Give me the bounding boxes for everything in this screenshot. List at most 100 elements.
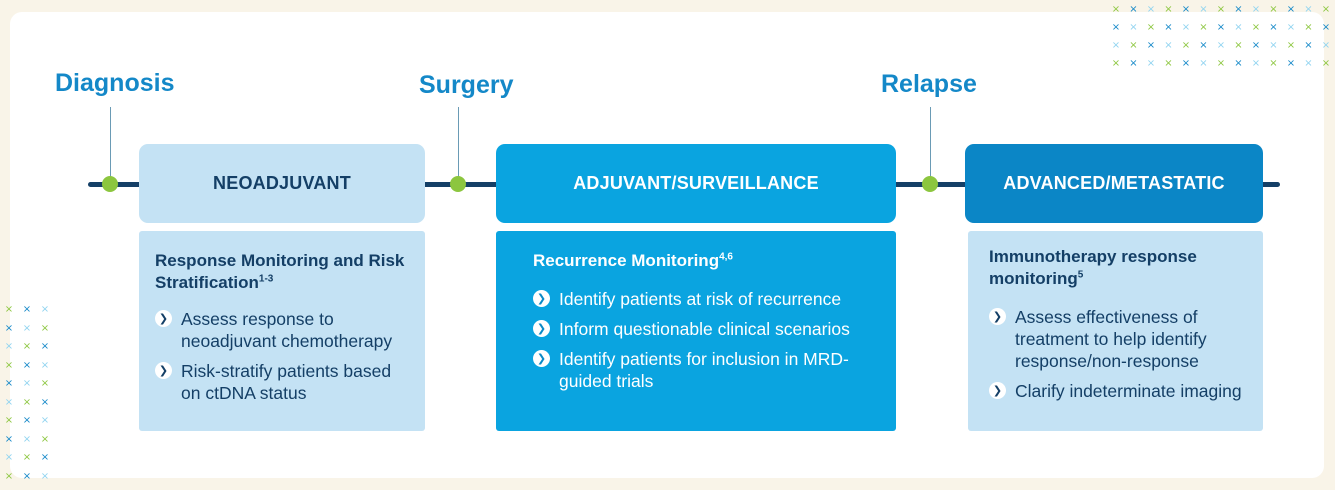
milestone-surgery: Surgery xyxy=(419,71,514,99)
x-mark-icon: × xyxy=(1199,22,1208,33)
list-item-text: Identify patients for inclusion in MRD-g… xyxy=(559,349,849,391)
x-mark-icon: × xyxy=(1199,40,1208,51)
timeline-marker-surgery xyxy=(450,176,466,192)
x-mark-icon: × xyxy=(40,470,50,482)
x-mark-icon: × xyxy=(1304,58,1313,69)
x-mark-icon: × xyxy=(4,415,14,426)
x-mark-icon: × xyxy=(40,304,50,315)
phase-advanced-label: ADVANCED/METASTATIC xyxy=(1003,173,1225,193)
x-mark-icon: × xyxy=(4,378,14,389)
x-mark-icon: × xyxy=(4,452,14,463)
x-mark-icon: × xyxy=(1251,40,1261,51)
x-mark-icon: × xyxy=(1181,4,1191,15)
panel-neoadjuvant: Response Monitoring and Risk Stratificat… xyxy=(139,231,425,431)
chevron-right-icon: ❯ xyxy=(533,350,550,367)
list-item-text: Inform questionable clinical scenarios xyxy=(559,319,850,339)
list-item-text: Risk-stratify patients based on ctDNA st… xyxy=(181,361,392,403)
x-mark-icon: × xyxy=(1286,58,1296,69)
x-mark-icon: × xyxy=(1216,4,1226,15)
x-mark-icon: × xyxy=(40,452,50,463)
x-mark-icon: × xyxy=(1269,4,1278,15)
x-mark-icon: × xyxy=(1164,22,1173,33)
x-mark-icon: × xyxy=(40,359,50,371)
x-mark-icon: × xyxy=(1321,4,1331,15)
x-mark-icon: × xyxy=(4,304,14,315)
reference-superscript: 5 xyxy=(1077,269,1084,281)
x-mark-icon: × xyxy=(40,341,50,352)
chevron-right-icon: ❯ xyxy=(155,310,172,327)
phase-neoadjuvant: NEOADJUVANT xyxy=(139,144,425,223)
x-mark-icon: × xyxy=(1216,40,1226,51)
milestone-tick-relapse xyxy=(930,107,931,177)
x-mark-icon: × xyxy=(1269,22,1278,33)
x-mark-icon: × xyxy=(1129,58,1138,69)
chevron-right-icon: ❯ xyxy=(989,382,1006,399)
x-mark-icon: × xyxy=(22,396,32,408)
x-mark-icon: × xyxy=(1181,58,1191,69)
x-mark-icon: × xyxy=(1129,22,1138,33)
x-mark-icon: × xyxy=(1164,4,1173,15)
x-mark-icon: × xyxy=(4,359,14,371)
list-item: ❯ Identify patients for inclusion in MRD-… xyxy=(533,348,886,392)
list-item: ❯ Risk-stratify patients based on ctDNA s… xyxy=(155,360,415,404)
x-mark-icon: × xyxy=(1216,22,1226,33)
x-mark-icon: × xyxy=(4,341,14,352)
list-item: ❯ Clarify indeterminate imaging xyxy=(989,380,1255,402)
x-mark-icon: × xyxy=(40,415,50,426)
x-mark-icon: × xyxy=(1129,4,1138,15)
x-mark-icon: × xyxy=(22,452,32,463)
list-item-text: Clarify indeterminate imaging xyxy=(1015,381,1242,401)
chevron-right-icon: ❯ xyxy=(533,320,550,337)
x-mark-icon: × xyxy=(1234,22,1243,33)
x-mark-icon: × xyxy=(40,396,50,408)
list-item-text: Identify patients at risk of recurrence xyxy=(559,289,842,309)
x-mark-icon: × xyxy=(1269,40,1278,51)
x-mark-icon: × xyxy=(22,415,32,426)
x-mark-icon: × xyxy=(1286,40,1296,51)
x-mark-icon: × xyxy=(1234,4,1243,15)
phase-adjuvant: ADJUVANT/SURVEILLANCE xyxy=(496,144,896,223)
x-mark-icon: × xyxy=(1321,40,1331,51)
timeline-marker-relapse xyxy=(922,176,938,192)
list-item-text: Assess effectiveness of treatment to hel… xyxy=(1015,307,1207,371)
x-mark-icon: × xyxy=(40,322,50,334)
x-mark-icon: × xyxy=(4,470,14,482)
x-mark-icon: × xyxy=(1164,40,1173,51)
chevron-right-icon: ❯ xyxy=(155,362,172,379)
x-mark-icon: × xyxy=(1111,4,1121,15)
chevron-right-icon: ❯ xyxy=(533,290,550,307)
list-item-text: Assess response to neoadjuvant chemother… xyxy=(181,309,393,351)
x-pattern-top-right: ××××××××××××××××××××××××××××××××××××××××… xyxy=(1111,5,1331,69)
x-mark-icon: × xyxy=(1304,40,1313,51)
x-mark-icon: × xyxy=(1269,58,1278,69)
x-mark-icon: × xyxy=(1111,40,1121,51)
x-mark-icon: × xyxy=(22,359,32,371)
phase-neoadjuvant-label: NEOADJUVANT xyxy=(213,173,351,193)
list-item: ❯ Assess response to neoadjuvant chemothe… xyxy=(155,308,415,352)
panel-neoadjuvant-list: ❯ Assess response to neoadjuvant chemothe… xyxy=(155,308,415,404)
x-mark-icon: × xyxy=(22,322,32,334)
x-mark-icon: × xyxy=(1146,40,1156,51)
panel-neoadjuvant-title: Response Monitoring and Risk Stratificat… xyxy=(155,251,405,292)
x-mark-icon: × xyxy=(4,433,14,445)
panel-adjuvant-title: Recurrence Monitoring4,6 xyxy=(533,251,733,270)
x-mark-icon: × xyxy=(40,433,50,445)
x-mark-icon: × xyxy=(1111,22,1121,33)
x-mark-icon: × xyxy=(1216,58,1226,69)
x-mark-icon: × xyxy=(1251,4,1261,15)
x-pattern-bottom-left: ×××××××××××××××××××××××××××××× xyxy=(4,305,50,482)
reference-superscript: 4,6 xyxy=(719,251,733,263)
list-item: ❯ Identify patients at risk of recurrence xyxy=(533,288,886,310)
x-mark-icon: × xyxy=(1234,40,1243,51)
x-mark-icon: × xyxy=(22,341,32,352)
x-mark-icon: × xyxy=(1164,58,1173,69)
x-mark-icon: × xyxy=(1199,4,1208,15)
x-mark-icon: × xyxy=(1234,58,1243,69)
x-mark-icon: × xyxy=(4,396,14,408)
panel-advanced-title: Immunotherapy response monitoring5 xyxy=(989,247,1197,288)
milestone-relapse: Relapse xyxy=(881,70,977,98)
panel-adjuvant: Recurrence Monitoring4,6 ❯ Identify patie… xyxy=(496,231,896,431)
chevron-right-icon: ❯ xyxy=(989,308,1006,325)
x-mark-icon: × xyxy=(1304,22,1313,33)
list-item: ❯ Inform questionable clinical scenarios xyxy=(533,318,886,340)
